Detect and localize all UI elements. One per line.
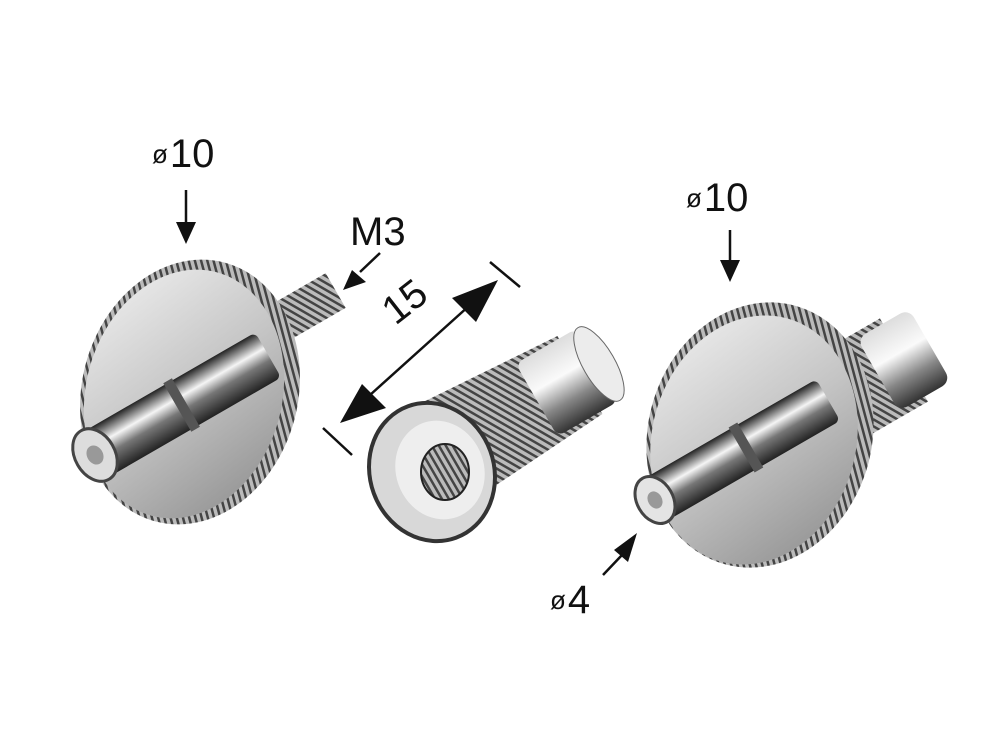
pin-diameter-value: 4 bbox=[567, 578, 591, 622]
dimension-arrows bbox=[176, 190, 740, 576]
knurled-insert-nut bbox=[367, 326, 625, 544]
diameter-symbol: ø bbox=[686, 183, 702, 213]
right-knurled-pin bbox=[633, 302, 948, 568]
thread-label: M3 bbox=[350, 210, 406, 254]
diameter-symbol: ø bbox=[550, 585, 566, 615]
diameter-symbol: ø bbox=[152, 139, 168, 169]
right-diameter-value: 10 bbox=[703, 176, 749, 220]
left-knurled-screw bbox=[71, 259, 346, 525]
right-diameter-label: ø10 bbox=[686, 178, 748, 218]
left-diameter-value: 10 bbox=[169, 132, 215, 176]
pin-diameter-label: ø4 bbox=[550, 580, 590, 620]
left-diameter-label: ø10 bbox=[152, 134, 214, 174]
